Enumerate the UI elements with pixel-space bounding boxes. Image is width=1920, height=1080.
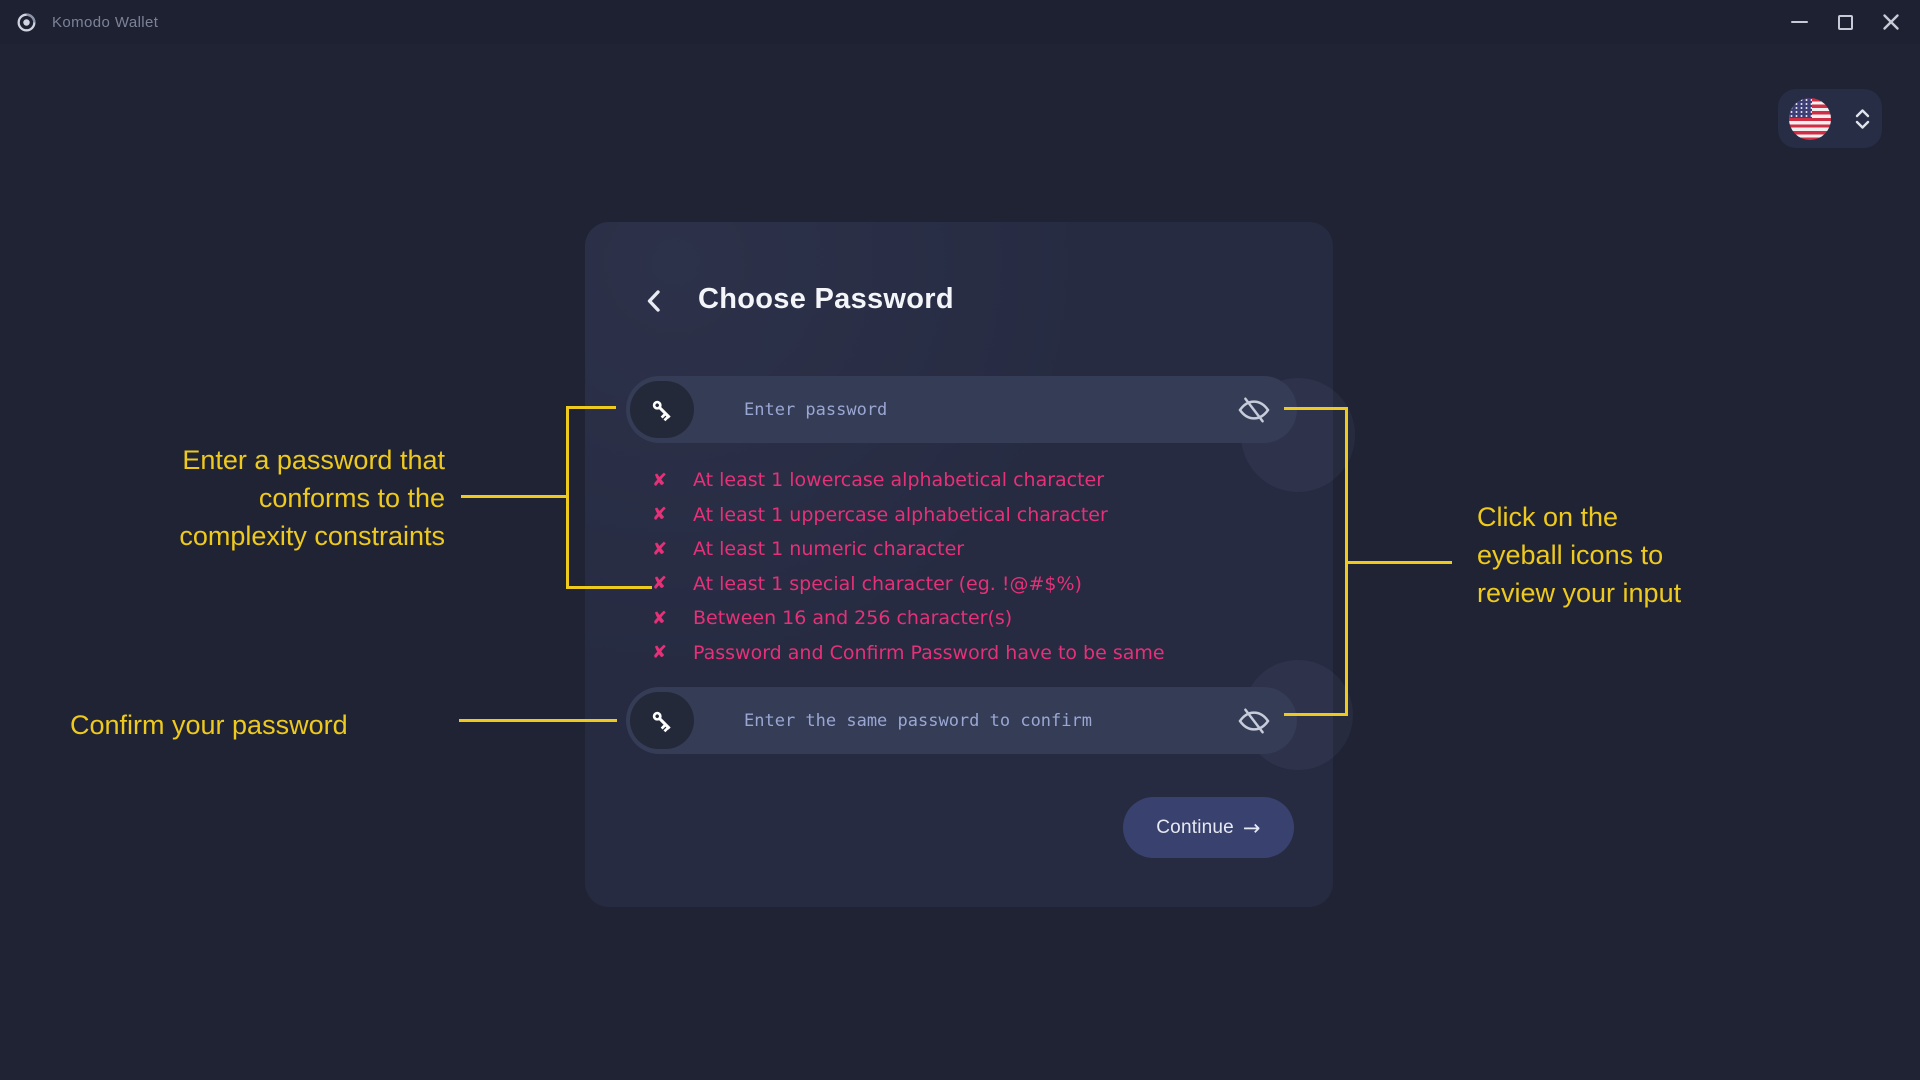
requirement-numeric: ✘ At least 1 numeric character — [652, 538, 965, 561]
annotation-line — [459, 719, 617, 722]
language-selector[interactable] — [1778, 89, 1882, 148]
requirement-lowercase: ✘ At least 1 lowercase alphabetical char… — [652, 469, 1105, 492]
annotation-line — [1284, 407, 1348, 410]
annotation-eyeball-note: Click on the eyeball icons to review you… — [1477, 502, 1682, 608]
back-button[interactable] — [638, 285, 670, 317]
close-icon[interactable] — [1868, 0, 1914, 44]
key-icon — [652, 400, 671, 421]
password-input[interactable] — [744, 376, 1224, 443]
us-flag-icon — [1789, 97, 1831, 140]
annotation-line — [566, 406, 569, 589]
key-badge — [630, 692, 694, 749]
key-badge — [630, 381, 694, 438]
annotation-line — [1345, 407, 1348, 716]
annotation-line — [566, 406, 616, 409]
requirement-length: ✘ Between 16 and 256 character(s) — [652, 607, 1013, 630]
x-mark-icon: ✘ — [652, 538, 668, 560]
annotation-line — [1284, 713, 1348, 716]
annotation-password-note: Enter a password that conforms to the co… — [179, 445, 445, 551]
choose-password-card — [585, 222, 1333, 907]
x-mark-icon: ✘ — [652, 573, 668, 595]
key-icon — [652, 711, 671, 732]
confirm-password-field — [626, 687, 1297, 754]
maximize-icon[interactable] — [1822, 0, 1868, 44]
annotation-line — [566, 586, 652, 589]
eye-slash-icon — [1238, 708, 1270, 734]
komodo-logo-icon — [16, 12, 37, 33]
password-visibility-toggle[interactable] — [1233, 389, 1275, 431]
window-controls — [1776, 0, 1914, 44]
annotation-line — [1348, 561, 1452, 564]
page-title: Choose Password — [698, 283, 954, 315]
chevrons-up-down-icon — [1854, 107, 1871, 131]
annotation-confirm-note: Confirm your password — [70, 710, 348, 740]
annotation-line — [461, 495, 566, 498]
x-mark-icon: ✘ — [652, 469, 668, 491]
continue-button[interactable]: Continue → — [1123, 797, 1294, 858]
x-mark-icon: ✘ — [652, 642, 668, 664]
requirement-special: ✘ At least 1 special character (eg. !@#$… — [652, 572, 1082, 595]
app-title: Komodo Wallet — [52, 13, 159, 31]
x-mark-icon: ✘ — [652, 607, 668, 629]
password-field — [626, 376, 1297, 443]
titlebar: Komodo Wallet — [0, 0, 1920, 44]
requirement-uppercase: ✘ At least 1 uppercase alphabetical char… — [652, 503, 1108, 526]
x-mark-icon: ✘ — [652, 504, 668, 526]
arrow-right-icon: → — [1242, 815, 1261, 840]
confirm-password-input[interactable] — [744, 687, 1224, 754]
eye-slash-icon — [1238, 397, 1270, 423]
password-requirements: ✘ At least 1 lowercase alphabetical char… — [652, 463, 1165, 670]
minimize-icon[interactable] — [1776, 0, 1822, 44]
continue-label: Continue — [1156, 816, 1234, 838]
requirement-match: ✘ Password and Confirm Password have to … — [652, 641, 1165, 664]
chevron-left-icon — [647, 290, 660, 312]
confirm-visibility-toggle[interactable] — [1233, 700, 1275, 742]
